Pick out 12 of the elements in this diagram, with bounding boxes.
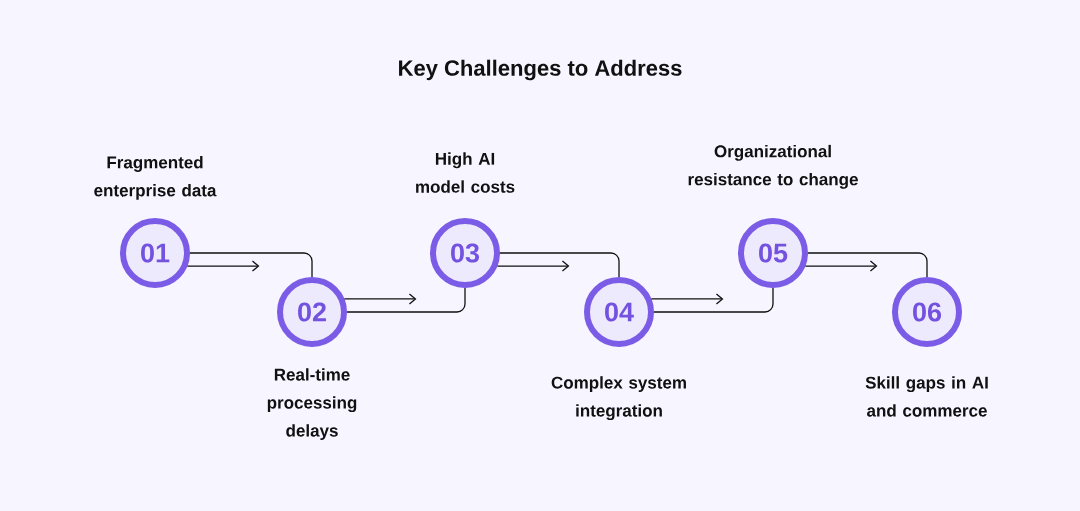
arrow — [186, 260, 260, 272]
arrow — [343, 293, 417, 305]
title: Key Challenges to Address — [399, 59, 682, 81]
step-caption: High AI model costs — [416, 152, 515, 193]
arrow — [650, 293, 724, 305]
step-caption: Skill gaps in AI and commerce — [865, 376, 988, 417]
arrow — [804, 260, 878, 272]
step-caption: Fragmented enterprise data — [94, 155, 217, 200]
step-caption: Organizational resistance to change — [688, 144, 858, 189]
arrow — [496, 260, 570, 272]
step-caption: Complex system integration — [551, 376, 686, 421]
step-caption: Real-time processing delays — [267, 368, 357, 441]
